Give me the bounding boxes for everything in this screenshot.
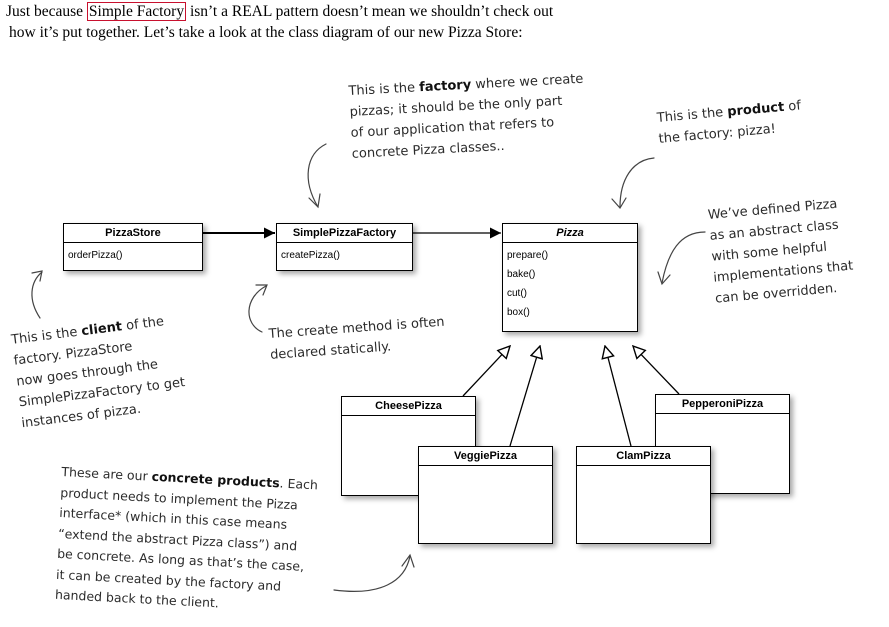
generalization-clam (605, 346, 632, 447)
note-arrow-factory (307, 143, 327, 208)
note-abstract-pizza: We’ve defined Pizza as an abstract class… (707, 196, 854, 307)
operation: cut() (507, 288, 527, 299)
note-arrow-abstract-head (657, 271, 671, 286)
operation: prepare() (507, 250, 549, 261)
class-veggie-pizza: VeggiePizza (418, 446, 553, 544)
class-name: CheesePizza (342, 397, 475, 416)
class-pizza-store: PizzaStore orderPizza() (63, 223, 203, 271)
class-simple-pizza-factory: SimplePizzaFactory createPizza() (276, 223, 413, 271)
class-pizza-abstract: Pizza prepare() bake() cut() box() (502, 223, 638, 332)
intro-line-1: Just because Simple Factory isn’t a REAL… (6, 2, 554, 21)
generalization-veggie (509, 346, 540, 447)
highlight-simple-factory: Simple Factory (86, 2, 187, 21)
generalization-pepperoni (633, 346, 680, 395)
class-name: ClamPizza (577, 447, 710, 466)
note-arrow-client-head (31, 270, 43, 282)
operation: createPizza() (281, 250, 340, 261)
note-arrow-client (31, 271, 43, 319)
intro-line-2: how it’s put together. Let’s take a look… (9, 24, 523, 41)
generalization-cheese (462, 346, 510, 397)
operation: orderPizza() (68, 250, 123, 261)
note-arrow-abstract (661, 231, 706, 284)
class-name: Pizza (503, 224, 637, 243)
class-clam-pizza: ClamPizza (576, 446, 711, 544)
operation: box() (507, 307, 530, 318)
note-arrow-concrete (333, 555, 411, 592)
intro-text: Just because Simple Factory isn’t a REAL… (6, 1, 866, 43)
note-arrow-create (248, 285, 267, 333)
class-name: PepperoniPizza (656, 395, 789, 414)
note-factory: This is the factory where we create pizz… (348, 71, 584, 162)
note-client: This is the client of the factory. Pizza… (10, 314, 186, 432)
operation: bake() (507, 269, 536, 280)
note-concrete-products: These are our concrete products. Each pr… (54, 463, 319, 611)
class-pepperoni-pizza: PepperoniPizza (655, 394, 790, 494)
note-arrow-create-head (255, 284, 268, 296)
class-name: SimplePizzaFactory (277, 224, 412, 243)
class-name: VeggiePizza (419, 447, 552, 466)
note-arrow-product-head (611, 197, 627, 210)
class-name: PizzaStore (64, 224, 202, 243)
note-arrow-product (619, 157, 655, 208)
note-arrow-concrete-head (401, 553, 415, 568)
note-arrow-factory-head (308, 193, 321, 209)
